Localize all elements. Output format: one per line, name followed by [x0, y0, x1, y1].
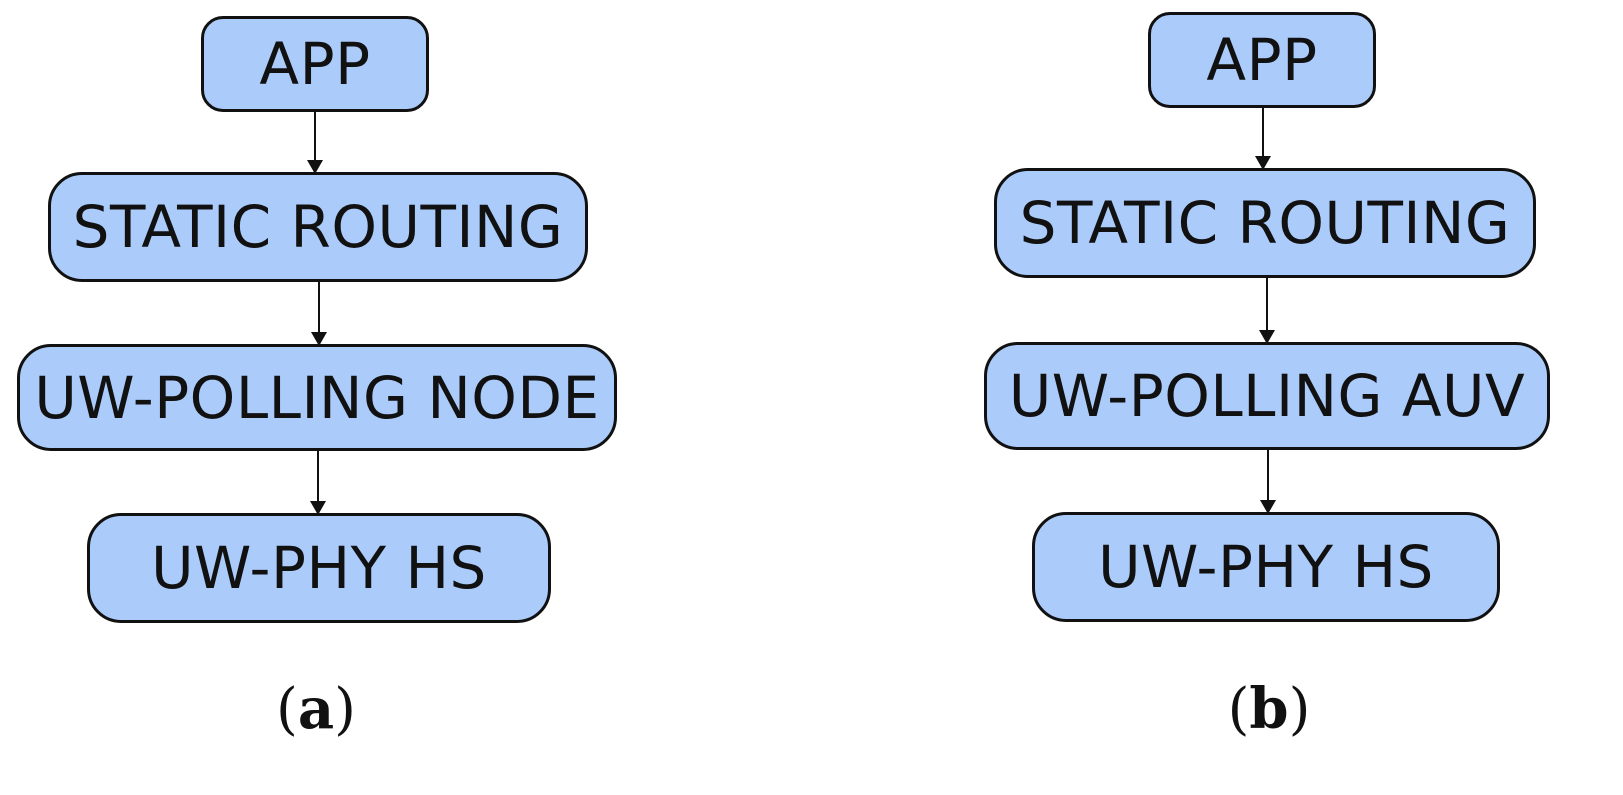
caption-b: (b) — [1228, 676, 1311, 742]
arrow-polling-to-phy-b — [1260, 450, 1276, 514]
layer-uw-phy-hs-a: UW-PHY HS — [87, 513, 551, 623]
layer-uw-phy-hs-b: UW-PHY HS — [1032, 512, 1500, 622]
layer-app-b: APP — [1148, 12, 1376, 108]
layer-app-a: APP — [201, 16, 429, 112]
caption-letter-a: a — [297, 676, 335, 742]
caption-letter-b: b — [1249, 676, 1289, 742]
layer-static-routing-a: STATIC ROUTING — [48, 172, 588, 282]
protocol-stack-a: APP STATIC ROUTING UW-POLLING NODE UW-PH… — [0, 0, 660, 795]
arrow-app-to-routing-a — [307, 112, 323, 174]
caption-open-paren-a: ( — [275, 677, 298, 742]
caption-open-paren-b: ( — [1227, 677, 1250, 742]
arrow-routing-to-polling-b — [1259, 278, 1275, 344]
protocol-stack-b: APP STATIC ROUTING UW-POLLING AUV UW-PHY… — [984, 0, 1623, 795]
caption-a: (a) — [276, 676, 356, 742]
arrow-app-to-routing-b — [1255, 108, 1271, 170]
caption-close-paren-a: ) — [334, 677, 357, 742]
arrow-polling-to-phy-a — [310, 451, 326, 515]
layer-uw-polling-auv-b: UW-POLLING AUV — [984, 342, 1550, 450]
layer-static-routing-b: STATIC ROUTING — [994, 168, 1536, 278]
layer-uw-polling-node-a: UW-POLLING NODE — [17, 344, 617, 451]
caption-close-paren-b: ) — [1288, 677, 1311, 742]
arrow-routing-to-polling-a — [311, 282, 327, 346]
